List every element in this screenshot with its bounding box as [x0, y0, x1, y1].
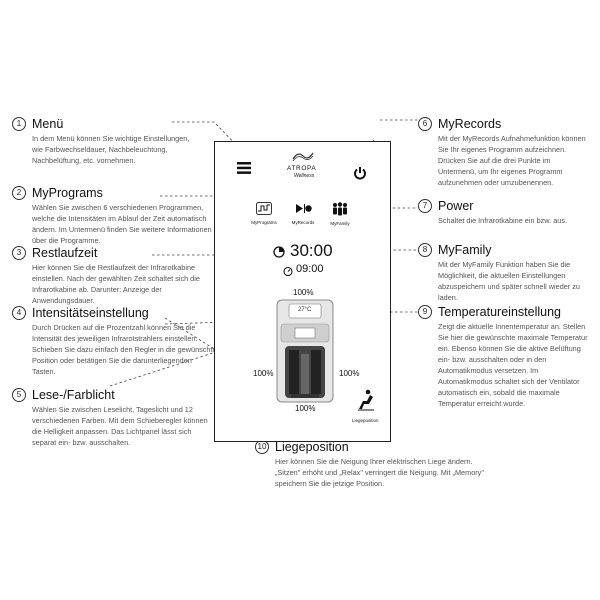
- myfamily-button[interactable]: MyFamily: [326, 202, 354, 226]
- callout-lese-farblicht: 5 Lese-/Farblicht Wählen Sie zwischen Les…: [12, 388, 212, 448]
- myprograms-icon: [256, 202, 272, 215]
- callout-power: 7 Power Schaltet die Infrarotkabine ein b…: [418, 199, 590, 226]
- callout-number: 8: [418, 243, 432, 257]
- myfamily-label: MyFamily: [330, 221, 350, 226]
- callout-title: Power: [438, 199, 474, 213]
- brand-subtitle: Wellness: [294, 173, 315, 179]
- intensity-top-value[interactable]: 100%: [293, 288, 314, 297]
- callout-menu: 1 Menü In dem Menü können Sie wichtige Ei…: [12, 117, 202, 166]
- callout-number: 2: [12, 186, 26, 200]
- callout-myfamily: 8 MyFamily Mit der MyFamily Funktion habe…: [418, 243, 590, 303]
- callout-description: Hier können Sie die Neigung Ihrer elektr…: [275, 457, 484, 488]
- myrecords-label: MyRecords: [291, 220, 315, 225]
- callout-number: 1: [12, 117, 26, 131]
- callout-title: Liegeposition: [275, 440, 349, 454]
- atropa-logo-icon: [292, 152, 314, 162]
- callout-liegeposition: 10 Liegeposition Hier können Sie die Neig…: [255, 440, 495, 489]
- callout-title: MyFamily: [438, 243, 492, 257]
- myrecords-button[interactable]: MyRecords: [289, 202, 317, 225]
- callout-description: Durch Drücken auf die Prozentzahl können…: [32, 323, 217, 376]
- power-icon[interactable]: [353, 166, 367, 180]
- callout-description: Wählen Sie zwischen Leselicht, Tageslich…: [32, 405, 208, 447]
- callout-title: MyPrograms: [32, 186, 103, 200]
- temperature-value[interactable]: 27°C: [298, 307, 312, 313]
- callout-description: Zeigt die aktuelle Innentemperatur an. S…: [438, 322, 588, 408]
- brand-name: ATROPA: [287, 165, 317, 172]
- callout-number: 5: [12, 388, 26, 402]
- callout-description: In dem Menü können Sie wichtige Einstell…: [32, 134, 190, 165]
- intensity-left-value[interactable]: 100%: [253, 369, 274, 378]
- callout-title: Lese-/Farblicht: [32, 388, 115, 402]
- callout-myprograms: 2 MyPrograms Wählen Sie zwischen 6 versch…: [12, 186, 212, 246]
- remaining-time[interactable]: 30:00: [290, 241, 333, 260]
- callout-description: Schaltet die Infrarotkabine ein bzw. aus…: [438, 216, 567, 225]
- callout-temperatur: 9 Temperatureinstellung Zeigt die aktuell…: [418, 305, 590, 409]
- control-panel: ATROPA Wellness MyPrograms MyRecords: [214, 141, 391, 442]
- callout-title: MyRecords: [438, 117, 502, 131]
- callout-intensitaet: 4 Intensitätseinstellung Durch Drücken au…: [12, 306, 217, 377]
- callout-title: Menü: [32, 117, 64, 131]
- stopwatch-icon: [283, 266, 293, 276]
- callout-restlaufzeit: 3 Restlaufzeit Hier können Sie die Restla…: [12, 246, 212, 306]
- callout-description: Hier können Sie die Restlaufzeit der Inf…: [32, 263, 200, 305]
- callout-number: 10: [255, 440, 269, 454]
- callout-description: Wählen Sie zwischen 6 verschiedenen Prog…: [32, 203, 212, 245]
- callout-myrecords: 6 MyRecords Mit der MyRecords Aufnahmefun…: [418, 117, 590, 188]
- liegeposition-label[interactable]: Liegeposition: [352, 418, 379, 423]
- timer-icon: [273, 246, 285, 258]
- intensity-bottom-value[interactable]: 100%: [295, 404, 316, 413]
- myprograms-button[interactable]: MyPrograms: [250, 202, 278, 225]
- callout-title: Restlaufzeit: [32, 246, 98, 260]
- family-icon: [333, 202, 347, 216]
- intensity-right-value[interactable]: 100%: [339, 369, 360, 378]
- callout-number: 4: [12, 306, 26, 320]
- callout-title: Intensitätseinstellung: [32, 306, 149, 320]
- cabin-graphic: [276, 299, 334, 403]
- myprograms-label: MyPrograms: [251, 220, 277, 225]
- callout-description: Mit der MyRecords Aufnahmefunktion könne…: [438, 134, 586, 187]
- callout-number: 6: [418, 117, 432, 131]
- callout-description: Mit der MyFamily Funktion haben Sie die …: [438, 260, 580, 302]
- lounger-icon: [358, 389, 374, 411]
- callout-number: 9: [418, 305, 432, 319]
- play-record-icon: [296, 204, 312, 213]
- callout-number: 7: [418, 199, 432, 213]
- elapsed-time: 09:00: [296, 263, 324, 275]
- callout-number: 3: [12, 246, 26, 260]
- callout-title: Temperatureinstellung: [438, 305, 561, 319]
- menu-icon[interactable]: [237, 162, 251, 174]
